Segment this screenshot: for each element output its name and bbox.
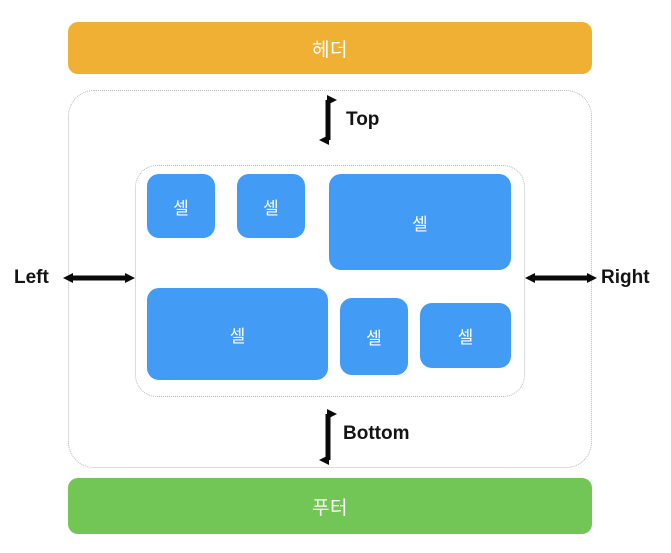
- header-bar: 헤더: [68, 22, 592, 74]
- content-cell-label: 셀: [263, 198, 279, 218]
- content-cell: 셀: [329, 174, 511, 270]
- bottom-spacing-label: Bottom: [343, 423, 410, 444]
- content-cell-label: 셀: [412, 214, 428, 234]
- top-spacing-label: Top: [346, 109, 380, 130]
- inner-content-container: [135, 165, 525, 397]
- footer-label: 푸터: [312, 497, 348, 519]
- bottom-spacing-arrow: [319, 409, 337, 465]
- content-cell-label: 셀: [366, 329, 382, 348]
- right-spacing-label: Right: [601, 267, 650, 288]
- content-cell: 셀: [237, 174, 305, 238]
- content-cell: 셀: [340, 298, 408, 375]
- content-cell: 셀: [147, 288, 328, 380]
- header-label: 헤더: [312, 39, 348, 61]
- content-cell-label: 셀: [173, 198, 189, 218]
- right-spacing-arrow: [525, 273, 597, 283]
- content-cell-label: 셀: [457, 328, 474, 347]
- content-cell-label: 셀: [229, 326, 246, 346]
- left-spacing-label: Left: [14, 267, 49, 288]
- left-spacing-arrow: [63, 273, 135, 283]
- footer-bar: 푸터: [68, 478, 592, 534]
- content-cell: 셀: [147, 174, 215, 238]
- top-spacing-arrow: [319, 95, 337, 145]
- content-cell: 셀: [420, 303, 511, 368]
